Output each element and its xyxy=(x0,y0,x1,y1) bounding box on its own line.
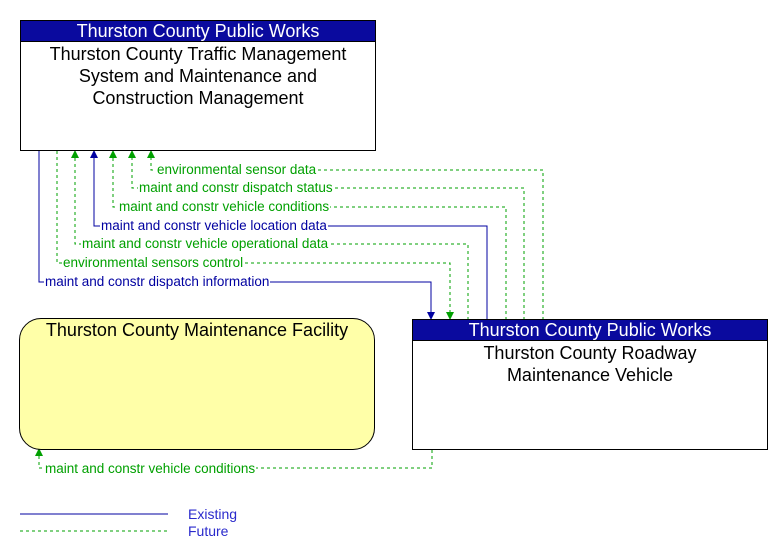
maintenance-facility-box[interactable]: Thurston County Maintenance Facility xyxy=(19,318,375,450)
flow-label-vehicle-operational-data: maint and constr vehicle operational dat… xyxy=(81,236,330,251)
tms-box-title-line-1: Thurston County Traffic Management xyxy=(49,44,347,64)
tms-box-title-line-3: Construction Management xyxy=(92,88,304,108)
flow-line-vehicle-conditions-facility xyxy=(35,448,433,469)
flow-label-vehicle-conditions-facility: maint and constr vehicle conditions xyxy=(44,461,257,476)
vehicle-box[interactable]: Thurston County Roadway Maintenance Vehi… xyxy=(412,340,768,450)
flow-label-environmental-sensors-control: environmental sensors control xyxy=(62,255,245,270)
flow-label-dispatch-information: maint and constr dispatch information xyxy=(44,274,271,289)
tms-box-title-line-2: System and Maintenance and xyxy=(78,66,318,86)
legend-future-label: Future xyxy=(188,523,229,539)
vehicle-box-header: Thurston County Public Works xyxy=(412,319,768,341)
flow-label-vehicle-location-data: maint and constr vehicle location data xyxy=(100,218,328,233)
tms-box[interactable]: Thurston County Traffic Management Syste… xyxy=(20,41,376,151)
maintenance-facility-label: Thurston County Maintenance Facility xyxy=(45,320,349,340)
flow-line-dispatch-status xyxy=(128,150,525,320)
flow-line-vehicle-conditions xyxy=(109,150,507,320)
flow-line-environmental-sensors-control xyxy=(56,151,454,320)
vehicle-box-title-line-2: Maintenance Vehicle xyxy=(506,365,674,385)
flow-label-vehicle-conditions: maint and constr vehicle conditions xyxy=(118,199,331,214)
legend-existing-label: Existing xyxy=(188,506,238,522)
flow-label-dispatch-status: maint and constr dispatch status xyxy=(138,180,334,195)
tms-box-header: Thurston County Public Works xyxy=(20,20,376,42)
flow-line-environmental-sensor-data xyxy=(147,150,544,320)
flow-label-environmental-sensor-data: environmental sensor data xyxy=(156,162,318,177)
vehicle-box-title-line-1: Thurston County Roadway xyxy=(483,343,697,363)
